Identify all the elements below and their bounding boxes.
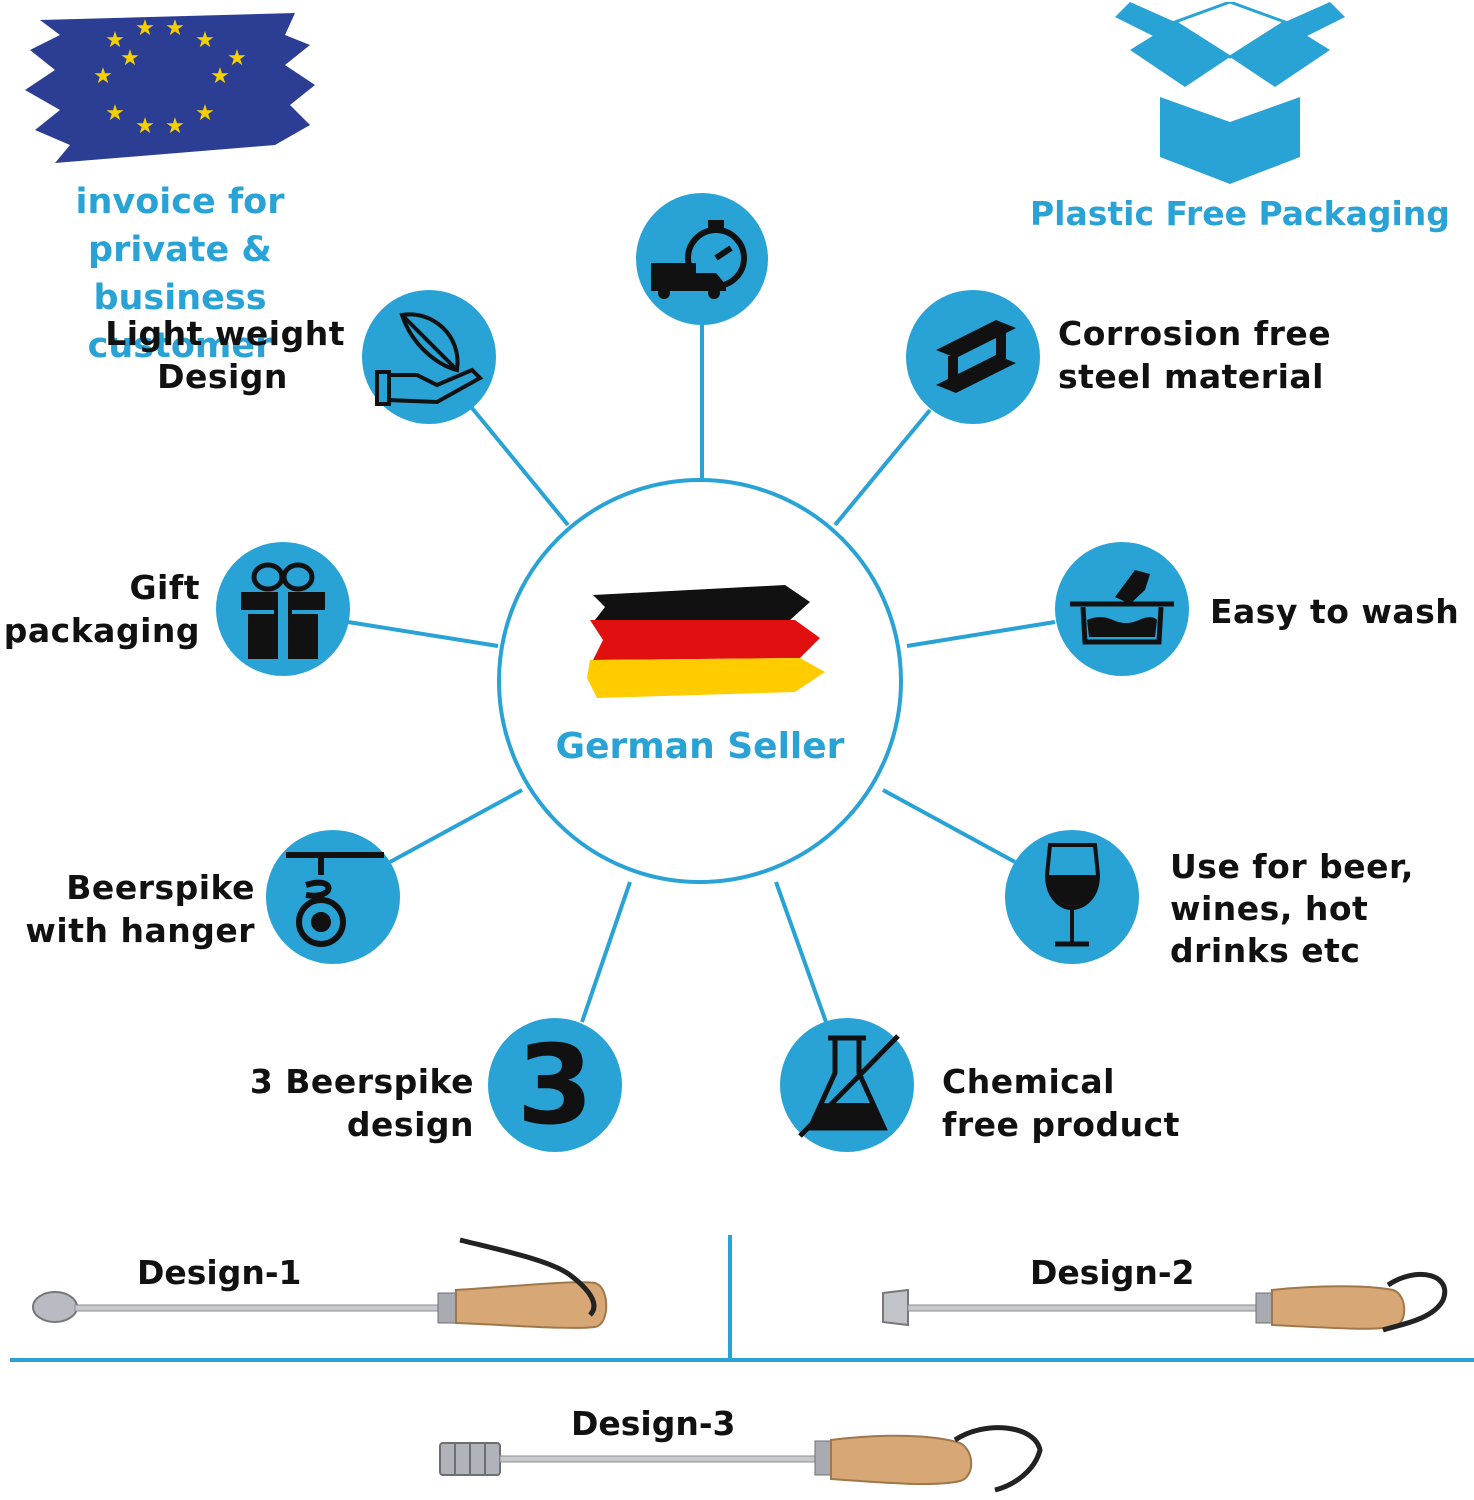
- invoice-text-line1: invoice for private &: [75, 182, 285, 270]
- chemical-label-line2: free product: [942, 1105, 1180, 1144]
- svg-text:★: ★: [195, 28, 215, 53]
- svg-text:★: ★: [135, 114, 155, 139]
- svg-text:★: ★: [165, 16, 185, 41]
- svg-text:★: ★: [195, 101, 215, 126]
- drinks-feature-circle: [1005, 830, 1139, 964]
- wine-glass-icon: [1044, 843, 1101, 947]
- drinks-label-line1: Use for beer,: [1170, 847, 1414, 886]
- svg-text:★: ★: [105, 28, 125, 53]
- wash-label: Easy to wash: [1210, 592, 1460, 631]
- designs-label-line1: 3 Beerspike: [249, 1062, 474, 1101]
- svg-text:★: ★: [105, 101, 125, 126]
- gift-label-line2: packaging: [3, 611, 200, 650]
- delivery-feature-circle: [636, 193, 768, 325]
- corrosion-feature-circle: [906, 290, 1040, 424]
- svg-text:★: ★: [210, 64, 230, 89]
- svg-text:★: ★: [227, 46, 247, 71]
- feather-hand-icon: [375, 312, 484, 406]
- gift-feature-circle: [216, 542, 350, 676]
- design-3-label: Design-3: [571, 1404, 736, 1443]
- plastic-free-text: Plastic Free Packaging: [1030, 194, 1450, 233]
- eu-flag-icon: ★★ ★★ ★★ ★★ ★★ ★★: [15, 5, 315, 165]
- hanger-label-line1: Beerspike: [66, 868, 255, 907]
- german-flag-icon: [585, 580, 825, 700]
- drinks-label-line3: drinks etc: [1170, 931, 1361, 970]
- center-circle: [497, 478, 903, 884]
- gift-icon: [241, 562, 325, 659]
- hanger-label-line2: with hanger: [25, 911, 255, 950]
- corrosion-label-line2: steel material: [1058, 357, 1324, 396]
- light-weight-feature-circle: [362, 290, 496, 424]
- design-1-label: Design-1: [137, 1253, 302, 1292]
- no-chemical-flask-icon: [798, 1034, 900, 1138]
- box-icon: [1115, 2, 1345, 187]
- steel-beam-icon: [936, 320, 1016, 393]
- light-weight-label-line2: Design: [157, 357, 288, 396]
- design-2-label: Design-2: [1030, 1253, 1195, 1292]
- gift-label-line1: Gift: [129, 568, 200, 607]
- svg-text:★: ★: [135, 16, 155, 41]
- center-label: German Seller: [555, 726, 845, 767]
- designs-feature-circle: 3: [488, 1018, 622, 1152]
- svg-text:★: ★: [120, 46, 140, 71]
- corrosion-label-line1: Corrosion free: [1058, 314, 1332, 353]
- svg-text:★: ★: [165, 114, 185, 139]
- chemical-label-line1: Chemical: [942, 1062, 1115, 1101]
- chemical-feature-circle: [780, 1018, 914, 1152]
- hanger-feature-circle: [266, 830, 400, 964]
- light-weight-label-line1: Light weight: [105, 314, 345, 353]
- design-2-beerspike-image: [882, 1271, 1448, 1333]
- washing-icon: [1070, 570, 1174, 645]
- design-3-beerspike-image: [439, 1425, 1043, 1493]
- delivery-truck-icon: [651, 220, 747, 299]
- drinks-label-line2: wines, hot: [1170, 889, 1369, 928]
- wash-feature-circle: [1055, 542, 1189, 676]
- hanger-icon: [286, 852, 384, 947]
- design-1-beerspike-image: [32, 1237, 608, 1329]
- invoice-text-line2: business customer: [87, 278, 273, 366]
- designs-label-line2: design: [346, 1105, 474, 1144]
- svg-text:★: ★: [93, 64, 113, 89]
- number-three-icon: 3: [516, 1021, 594, 1149]
